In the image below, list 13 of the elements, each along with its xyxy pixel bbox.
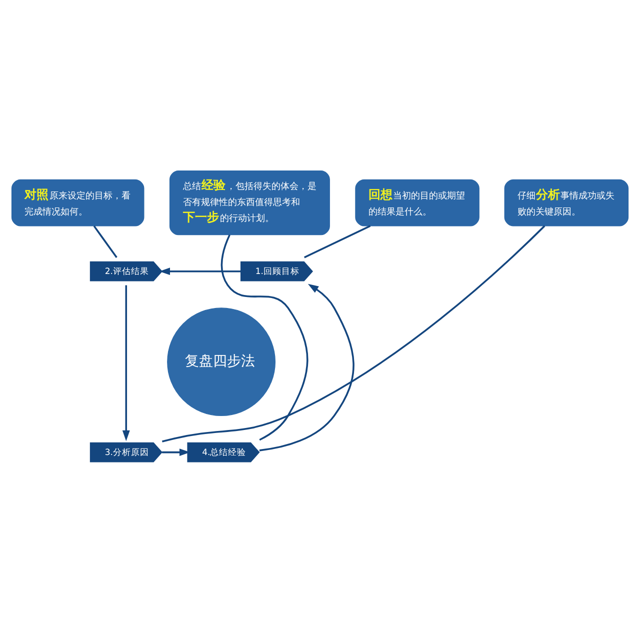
arrow: [159, 268, 241, 276]
arrow: [122, 285, 130, 442]
node-box: 仔细分析事情成功或失败的关键原因。: [504, 179, 629, 226]
connector: [93, 226, 118, 258]
connector: [304, 225, 371, 258]
node-box: 对照原来设定的目标，看完成情况如何。: [11, 179, 144, 226]
arrow: [162, 448, 190, 456]
connector: [220, 234, 308, 441]
connector: [162, 225, 546, 442]
node-box: 回想当初的目的或期望的结果是什么。: [355, 179, 480, 226]
node-circle: 复盘四步法: [167, 308, 276, 416]
node-box: 总结经验，包括得失的体会，是否有规律性的东西值得思考和下一步的行动计划。: [169, 170, 330, 236]
arrow: [259, 284, 354, 452]
